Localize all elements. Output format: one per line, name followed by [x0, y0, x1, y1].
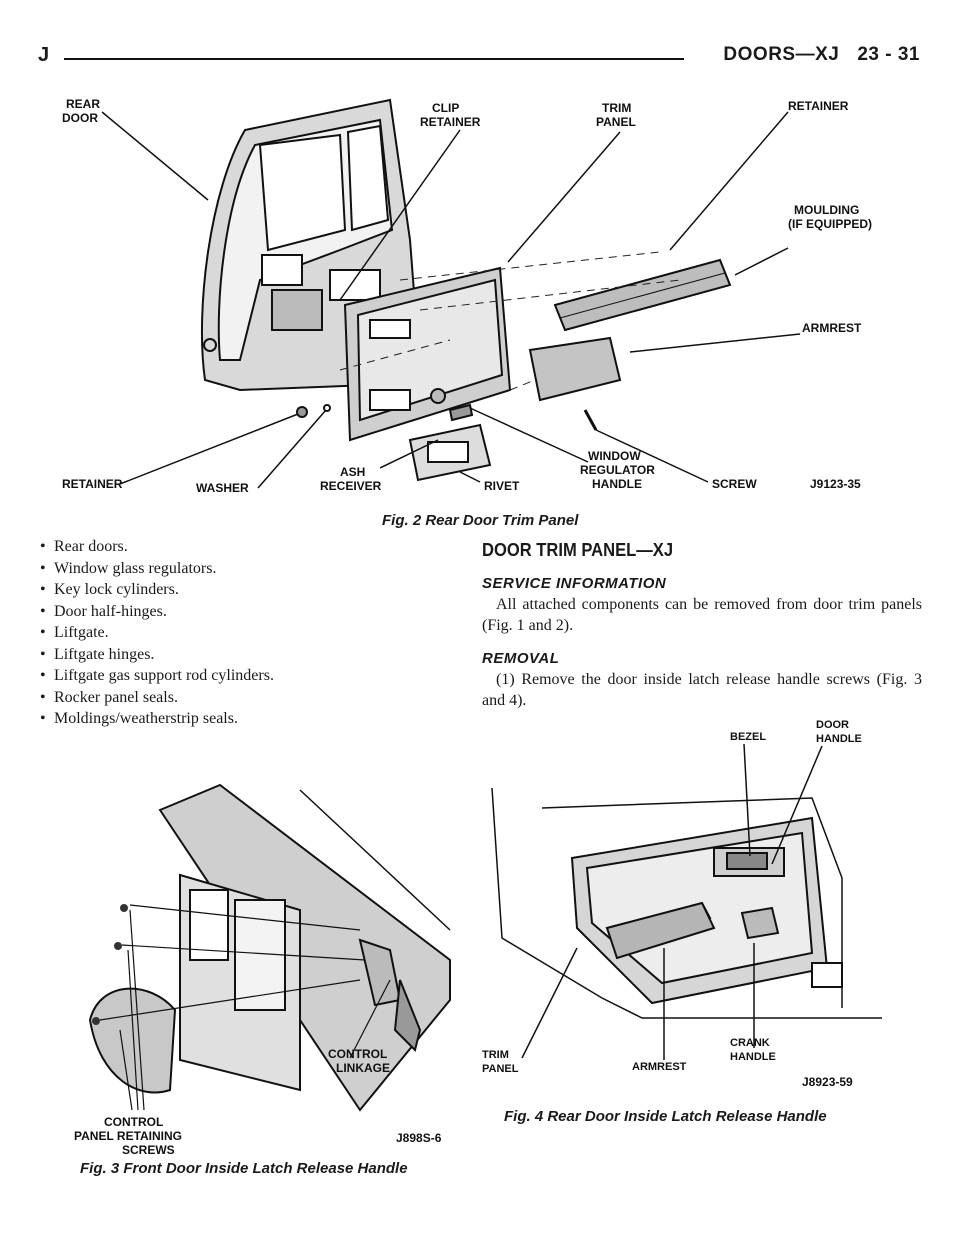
label-crank-handle-2: HANDLE	[730, 1051, 776, 1063]
label-trim-panel-1: TRIM	[482, 1049, 509, 1061]
label-screws-2: PANEL RETAINING	[74, 1129, 182, 1143]
list-item-text: Window glass regulators.	[54, 559, 217, 577]
figure-code-fig3: J898S-6	[396, 1131, 442, 1145]
rear-door-latch-diagram: BEZEL DOOR HANDLE TRIM PANEL ARMREST CRA…	[482, 719, 882, 1089]
label-ash-receiver-2: RECEIVER	[320, 479, 382, 493]
label-armrest: ARMREST	[802, 321, 862, 335]
list-item-text: Liftgate gas support rod cylinders.	[54, 667, 274, 684]
header-rule	[64, 58, 684, 60]
label-moulding-2: (IF EQUIPPED)	[788, 217, 872, 231]
label-control-linkage-2: LINKAGE	[336, 1061, 390, 1075]
label-retainer-top: RETAINER	[788, 99, 849, 113]
removal-heading: REMOVAL	[482, 650, 560, 667]
list-item: • Rocker panel seals.	[40, 687, 440, 709]
list-item-text: Rocker panel seals.	[54, 688, 178, 706]
label-washer: WASHER	[196, 481, 249, 495]
label-trim-panel-2: PANEL	[596, 115, 636, 129]
bullet-list: • Rear doors. • Window glass regulators. •…	[40, 536, 440, 730]
label-ash-receiver-1: ASH	[340, 465, 365, 479]
list-item: • Window glass regulators.	[40, 558, 440, 580]
service-information-text: All attached components can be removed f…	[482, 596, 922, 634]
label-window-1: WINDOW	[588, 449, 641, 463]
label-screws-1: CONTROL	[104, 1115, 163, 1129]
list-item: • Liftgate gas support rod cylinders.	[40, 665, 440, 687]
label-moulding-1: MOULDING	[794, 203, 859, 217]
page-header: J DOORS—XJ 23 - 31	[38, 44, 920, 74]
list-item: • Key lock cylinders.	[40, 579, 440, 601]
figure-code-fig2: J9123-35	[810, 477, 861, 491]
label-window-2: REGULATOR	[580, 463, 655, 477]
figure-code-fig4: J8923-59	[802, 1075, 853, 1089]
label-trim-panel-1: TRIM	[602, 101, 631, 115]
list-item-text: Liftgate hinges.	[54, 645, 155, 663]
list-item: • Rear doors.	[40, 536, 440, 558]
bullet-glyph: •	[40, 559, 46, 577]
label-trim-panel-2: PANEL	[482, 1063, 519, 1075]
label-screws-3: SCREWS	[122, 1143, 175, 1157]
rear-door-exploded-diagram: REAR DOOR CLIP RETAINER TRIM PANEL RETAI…	[62, 97, 872, 495]
list-item-text: Rear doors.	[54, 538, 128, 555]
figure-rear-door-trim-panel: REAR DOOR CLIP RETAINER TRIM PANEL RETAI…	[40, 90, 920, 500]
bullet-glyph: •	[40, 688, 46, 706]
bullet-glyph: •	[40, 624, 46, 641]
list-item: • Liftgate.	[40, 622, 440, 644]
label-clip-retainer-2: RETAINER	[420, 115, 481, 129]
label-control-linkage-1: CONTROL	[328, 1047, 387, 1061]
label-screw: SCREW	[712, 477, 757, 491]
bullet-glyph: •	[40, 581, 46, 598]
label-rear-door-1: REAR	[66, 97, 100, 111]
list-item: • Door half-hinges.	[40, 601, 440, 623]
bullet-glyph: •	[40, 710, 46, 727]
section-title: DOOR TRIM PANEL—XJ	[482, 540, 674, 560]
list-item-text: Door half-hinges.	[54, 602, 167, 620]
door-trim-panel-section: DOOR TRIM PANEL—XJ SERVICE INFORMATION A…	[482, 540, 922, 711]
label-door-handle-1: DOOR	[816, 719, 849, 731]
label-crank-handle-1: CRANK	[730, 1037, 770, 1049]
list-item-text: Moldings/weatherstrip seals.	[54, 710, 238, 727]
bullet-glyph: •	[40, 667, 46, 684]
caption-fig4: Fig. 4 Rear Door Inside Latch Release Ha…	[504, 1108, 827, 1125]
label-clip-retainer-1: CLIP	[432, 101, 459, 115]
label-rivet: RIVET	[484, 479, 520, 493]
list-item-text: Liftgate.	[54, 624, 109, 641]
label-window-3: HANDLE	[592, 477, 642, 491]
label-door-handle-2: HANDLE	[816, 733, 862, 745]
list-item: • Liftgate hinges.	[40, 644, 440, 666]
header-section: DOORS—XJ 23 - 31	[705, 44, 920, 66]
list-item: • Moldings/weatherstrip seals.	[40, 708, 440, 730]
front-door-latch-diagram: CONTROL LINKAGE CONTROL PANEL RETAINING …	[74, 783, 451, 1157]
header-manual-letter: J	[38, 44, 50, 66]
removal-step-1: (1) Remove the door inside latch release…	[482, 671, 922, 709]
bullet-glyph: •	[40, 538, 46, 555]
list-item-text: Key lock cylinders.	[54, 581, 179, 598]
caption-fig3: Fig. 3 Front Door Inside Latch Release H…	[80, 1160, 408, 1177]
header-page-number: 23 - 31	[857, 44, 920, 65]
bullet-glyph: •	[40, 602, 46, 620]
label-armrest: ARMREST	[632, 1061, 687, 1073]
bullet-glyph: •	[40, 645, 46, 663]
figure-front-door-latch-handle: CONTROL LINKAGE CONTROL PANEL RETAINING …	[60, 780, 460, 1160]
header-section-title: DOORS—XJ	[723, 44, 840, 65]
label-retainer-bottom: RETAINER	[62, 477, 123, 491]
label-rear-door-2: DOOR	[62, 111, 98, 125]
service-information-heading: SERVICE INFORMATION	[482, 575, 667, 592]
caption-fig2: Fig. 2 Rear Door Trim Panel	[382, 512, 579, 529]
label-bezel: BEZEL	[730, 731, 766, 743]
figure-rear-door-latch-handle: BEZEL DOOR HANDLE TRIM PANEL ARMREST CRA…	[482, 718, 892, 1092]
